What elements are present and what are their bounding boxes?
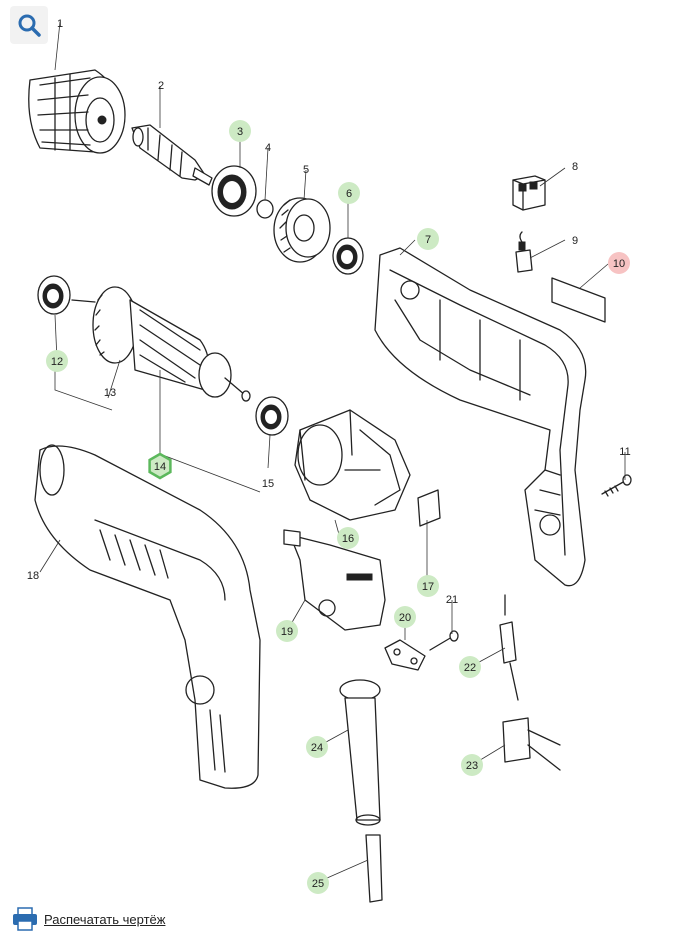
callout-label: 5	[303, 164, 309, 176]
callout-17[interactable]: 17	[417, 575, 439, 597]
callout-20[interactable]: 20	[394, 606, 416, 628]
part-screw-21[interactable]	[429, 630, 459, 651]
callout-1[interactable]: 1	[57, 18, 63, 30]
callout-label: 13	[104, 387, 116, 399]
part-gear[interactable]	[273, 197, 331, 263]
part-label-plate[interactable]	[551, 277, 606, 323]
callout-24[interactable]: 24	[306, 736, 328, 758]
callout-label: 4	[265, 142, 271, 154]
part-clip[interactable]	[417, 489, 441, 527]
part-suppressor[interactable]	[499, 594, 519, 701]
part-chuck[interactable]	[28, 69, 126, 154]
callout-25[interactable]: 25	[307, 872, 329, 894]
print-drawing-link[interactable]: Распечатать чертёж	[12, 905, 165, 933]
callout-18[interactable]: 18	[27, 570, 39, 582]
callout-15[interactable]: 15	[262, 478, 274, 490]
part-capacitor[interactable]	[502, 717, 561, 771]
part-power-cord[interactable]	[365, 834, 383, 903]
callout-label: 22	[464, 662, 476, 674]
part-spindle[interactable]	[131, 124, 213, 186]
callout-4[interactable]: 4	[265, 142, 271, 154]
callout-label: 21	[446, 594, 458, 606]
part-brush-holder[interactable]	[512, 175, 546, 211]
callout-8[interactable]: 8	[572, 161, 578, 173]
part-bearing-3[interactable]	[211, 165, 257, 217]
callout-22[interactable]: 22	[459, 656, 481, 678]
callout-2[interactable]: 2	[158, 80, 164, 92]
callout-label: 16	[342, 533, 354, 545]
callout-label: 1	[57, 18, 63, 30]
callout-label: 10	[613, 258, 625, 270]
callout-label: 23	[466, 760, 478, 772]
callout-label: 25	[312, 878, 324, 890]
part-outer-housing[interactable]	[34, 444, 261, 789]
callout-5[interactable]: 5	[303, 164, 309, 176]
printer-icon	[13, 907, 37, 931]
part-bearing-6[interactable]	[332, 237, 364, 275]
callout-label: 7	[425, 234, 431, 246]
part-cord-clamp[interactable]	[384, 639, 426, 671]
part-screw-11[interactable]	[601, 474, 632, 497]
callout-21[interactable]: 21	[446, 594, 458, 606]
magnifier-icon	[18, 14, 41, 37]
callout-7[interactable]: 7	[417, 228, 439, 250]
part-armature[interactable]	[71, 286, 251, 402]
callout-label: 15	[262, 478, 274, 490]
callout-label: 18	[27, 570, 39, 582]
callout-label: 11	[619, 446, 630, 458]
print-drawing-label[interactable]: Распечатать чертёж	[44, 911, 166, 927]
callout-12[interactable]: 12	[46, 350, 68, 372]
callout-label: 9	[572, 235, 578, 247]
callout-label: 8	[572, 161, 578, 173]
callout-13[interactable]: 13	[104, 387, 116, 399]
part-bearing-12[interactable]	[37, 275, 71, 315]
callout-23[interactable]: 23	[461, 754, 483, 776]
part-bearing-15[interactable]	[255, 396, 289, 436]
part-housing-half[interactable]	[374, 247, 587, 587]
callout-label: 12	[51, 356, 63, 368]
callout-label: 3	[237, 126, 243, 138]
callout-label: 6	[346, 188, 352, 200]
callout-11[interactable]: 11	[619, 446, 630, 458]
part-stator[interactable]	[294, 409, 411, 521]
callout-label: 19	[281, 626, 293, 638]
callout-10[interactable]: 10	[608, 252, 630, 274]
callout-label: 24	[311, 742, 323, 754]
callout-label: 20	[399, 612, 411, 624]
part-circlip[interactable]	[256, 199, 274, 219]
part-switch[interactable]	[283, 529, 386, 631]
callout-14[interactable]: 14	[148, 452, 172, 480]
callout-19[interactable]: 19	[276, 620, 298, 642]
callout-6[interactable]: 6	[338, 182, 360, 204]
callout-badges: 1234567891011121314151617181920212223242…	[27, 18, 631, 894]
callout-3[interactable]: 3	[229, 120, 251, 142]
zoom-button[interactable]	[10, 6, 48, 44]
callout-label: 14	[154, 461, 166, 473]
part-carbon-brush[interactable]	[515, 231, 533, 273]
callout-label: 2	[158, 80, 164, 92]
callout-label: 17	[422, 581, 434, 593]
part-cord-guard[interactable]	[339, 679, 381, 826]
callout-16[interactable]: 16	[337, 527, 359, 549]
callout-9[interactable]: 9	[572, 235, 578, 247]
